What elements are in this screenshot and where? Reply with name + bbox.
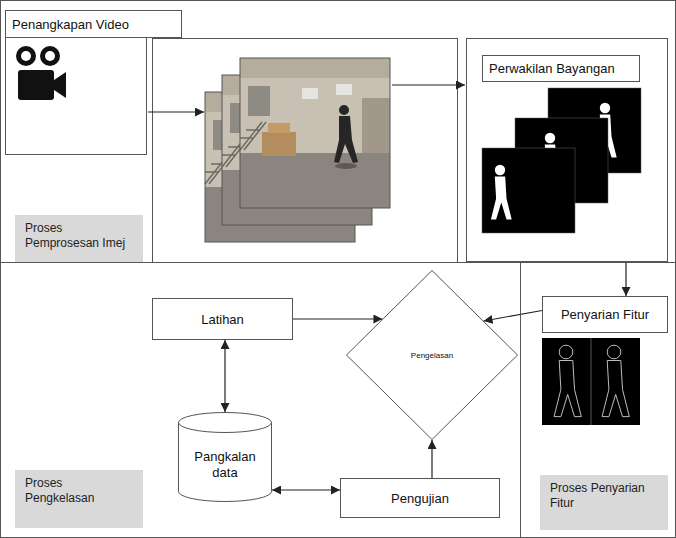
connector-arrow — [272, 489, 340, 490]
camera-body — [18, 70, 54, 100]
box-heading: Penangkapan Video — [5, 10, 182, 38]
process-label: Proses Pemprosesan Imej — [15, 215, 143, 262]
flow-arrow — [148, 111, 204, 112]
camera-reel — [16, 46, 36, 66]
cylinder-top — [179, 413, 272, 433]
process-box: Latihan — [152, 298, 293, 340]
process-region: Proses Pemprosesan Imej Penangkapan Video… — [0, 0, 676, 263]
camera-reel-hole — [21, 51, 31, 61]
connector-arrow — [625, 262, 626, 296]
camera-reel — [40, 46, 60, 66]
process-region: Proses Penyarian Fitur Penyarian Fitur — [520, 262, 676, 538]
process-region: Proses Pengkelasan LatihanPengelasanPangk… — [0, 262, 521, 538]
cylinder-body — [179, 422, 272, 502]
flow-arrow — [392, 84, 465, 85]
video-frames-box — [153, 39, 458, 263]
node-label: Pengelasan — [411, 351, 453, 360]
node-label: Penyarian Fitur — [561, 307, 649, 322]
capture-box: Penangkapan Video — [5, 10, 147, 155]
silhouette-box: Perwakilan Bayangan — [466, 38, 668, 262]
camera-lens — [54, 72, 66, 98]
feature-frame — [542, 338, 640, 425]
connector-arrow — [224, 340, 225, 412]
process-label: Proses Pengkelasan — [15, 470, 143, 528]
feature-outline — [602, 345, 629, 416]
box-heading: Perwakilan Bayangan — [482, 55, 640, 82]
silhouette-frames — [482, 88, 641, 233]
video-frame — [240, 58, 390, 208]
silhouette-frame — [482, 148, 575, 233]
feature-image — [542, 338, 640, 425]
connector-arrow — [484, 311, 542, 322]
feature-outline — [554, 345, 581, 416]
feature-divider — [591, 338, 592, 425]
camera-reel-hole — [45, 51, 55, 61]
silhouette — [491, 165, 512, 220]
database-cylinder: Pangkalan data — [178, 412, 272, 502]
connector-arrow — [293, 318, 382, 319]
node-label: Latihan — [201, 312, 244, 327]
process-box: Penyarian Fitur — [542, 296, 668, 333]
process-box: Pengujian — [340, 478, 500, 518]
decision-diamond: Pengelasan — [346, 270, 518, 440]
node-label: Pangkalan data — [185, 449, 265, 481]
connector-arrow — [431, 440, 432, 478]
camera-icon — [16, 46, 66, 100]
diamond-shape — [347, 271, 518, 440]
process-label: Proses Penyarian Fitur — [540, 475, 668, 530]
node-label: Pengujian — [391, 491, 449, 506]
